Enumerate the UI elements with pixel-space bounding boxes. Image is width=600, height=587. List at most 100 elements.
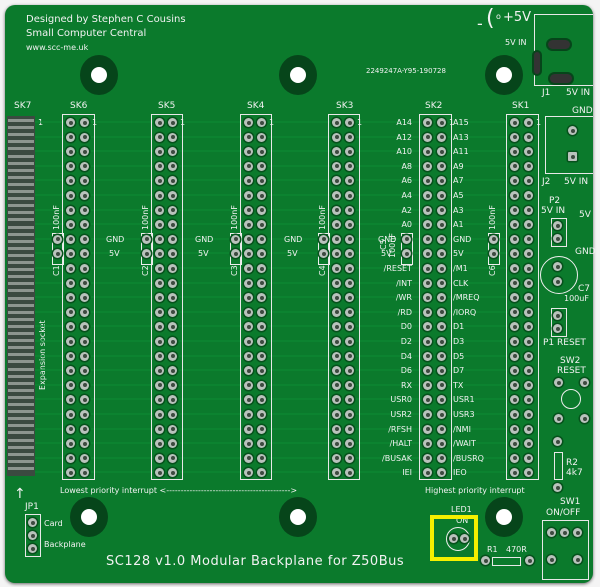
socket-pin: [423, 410, 432, 419]
socket-pin: [437, 147, 446, 157]
socket-pin: [257, 205, 266, 215]
socket-pin: [345, 118, 354, 127]
socket-pin: [257, 424, 266, 434]
capacitor-outline: [230, 233, 242, 265]
socket-pin: [168, 176, 177, 186]
socket-pin: [155, 337, 164, 346]
edge-finger: [8, 225, 34, 229]
socket-pin: [168, 249, 177, 259]
edge-finger: [8, 403, 34, 406]
socket-pin: [257, 366, 266, 376]
edge-finger: [8, 246, 34, 250]
socket-pin: [257, 118, 266, 127]
socket-pin: [155, 278, 164, 288]
edge-finger: [8, 261, 34, 264]
socket-pin: [244, 337, 253, 346]
socket-pin: [332, 293, 341, 303]
edge-finger: [8, 289, 34, 293]
pin1-marker: 1: [92, 118, 98, 127]
socket-pin: [66, 234, 75, 244]
socket-pin: [66, 439, 75, 449]
socket-pin: [80, 307, 89, 317]
socket-pin: [332, 307, 341, 317]
socket-pin: [80, 293, 89, 303]
jp1-pin: [28, 531, 37, 540]
socket-pin: [524, 307, 533, 317]
jack-label: +5V: [503, 10, 532, 25]
p2-outline: [551, 218, 567, 247]
bus-trace: [35, 121, 535, 123]
socket-pin: [155, 161, 164, 171]
socket-pin: [80, 161, 89, 171]
c7-pin: [553, 277, 562, 286]
socket-pin: [80, 322, 89, 332]
sw1-label: ON/OFF: [546, 508, 581, 518]
bus-trace: [35, 296, 535, 299]
socket-pin: [510, 161, 519, 171]
socket-pin: [510, 410, 519, 419]
j1-label-b: 5V IN: [566, 88, 591, 98]
socket-pin: [155, 468, 164, 478]
edge-finger: [8, 218, 34, 222]
socket-pin: [524, 234, 533, 244]
capacitor-pin: [231, 234, 240, 244]
mounting-hole: [485, 55, 523, 95]
capacitor-outline: [52, 233, 64, 265]
socket-pin: [155, 307, 164, 317]
bus-signal-label: CLK: [453, 278, 469, 288]
edge-finger: [8, 410, 34, 414]
socket-pin: [168, 395, 177, 405]
socket-pin: [257, 395, 266, 405]
socket-pin: [257, 278, 266, 288]
reset-button[interactable]: [561, 389, 581, 409]
socket-pin: [437, 293, 446, 303]
socket-pin: [423, 205, 432, 215]
socket-pin: [168, 161, 177, 171]
low-priority-label: Lowest priority interrupt <-------------…: [60, 486, 298, 495]
capacitor-pin: [53, 249, 62, 259]
edge-finger: [8, 126, 34, 130]
socket-pin: [80, 176, 89, 186]
socket-pin: [332, 191, 341, 200]
socket-pin: [423, 453, 432, 463]
socket-pin: [257, 161, 266, 171]
bus-signal-label: D4: [400, 351, 412, 361]
socket-pin: [510, 191, 519, 200]
credit-line: Small Computer Central: [26, 28, 147, 39]
bus-signal-label: D2: [400, 337, 412, 346]
socket-pin: [510, 337, 519, 346]
bus-signal-label: A4: [401, 191, 412, 200]
bus-trace: [35, 369, 535, 372]
mounting-hole: [279, 55, 317, 95]
socket-pin: [345, 380, 354, 390]
edge-finger: [8, 332, 34, 335]
edge-finger: [8, 417, 34, 421]
high-priority-label: Highest priority interrupt: [425, 486, 525, 495]
bus-trace: [35, 442, 535, 445]
capacitor-pin: [402, 249, 411, 259]
socket-pin: [524, 468, 533, 478]
edge-finger: [8, 395, 34, 399]
socket-pin: [524, 293, 533, 303]
bus-signal-label: USR1: [453, 395, 475, 405]
pin1-marker: 1: [269, 118, 275, 127]
capacitor-value: 100nF: [52, 205, 61, 230]
socket-pin: [66, 351, 75, 361]
bus-signal-label: TX: [453, 380, 464, 390]
sw1-outline[interactable]: [542, 520, 589, 580]
order-code: 2249247A-Y95-190728: [366, 67, 446, 75]
bus-signal-label: 5V: [453, 249, 464, 259]
socket-pin: [257, 176, 266, 186]
socket-label: SK5: [158, 101, 176, 111]
capacitor-outline: [141, 233, 153, 265]
socket-pin: [168, 132, 177, 142]
bus-signal-label: /WAIT: [453, 439, 476, 449]
bus-signal-label: A13: [453, 132, 469, 142]
socket-pin: [168, 468, 177, 478]
5v-label: 5V: [198, 249, 209, 259]
sw1-pin: [560, 528, 569, 537]
gnd-label: GND: [378, 234, 397, 244]
socket-pin: [80, 337, 89, 346]
socket-pin: [510, 439, 519, 449]
socket-pin: [437, 468, 446, 478]
